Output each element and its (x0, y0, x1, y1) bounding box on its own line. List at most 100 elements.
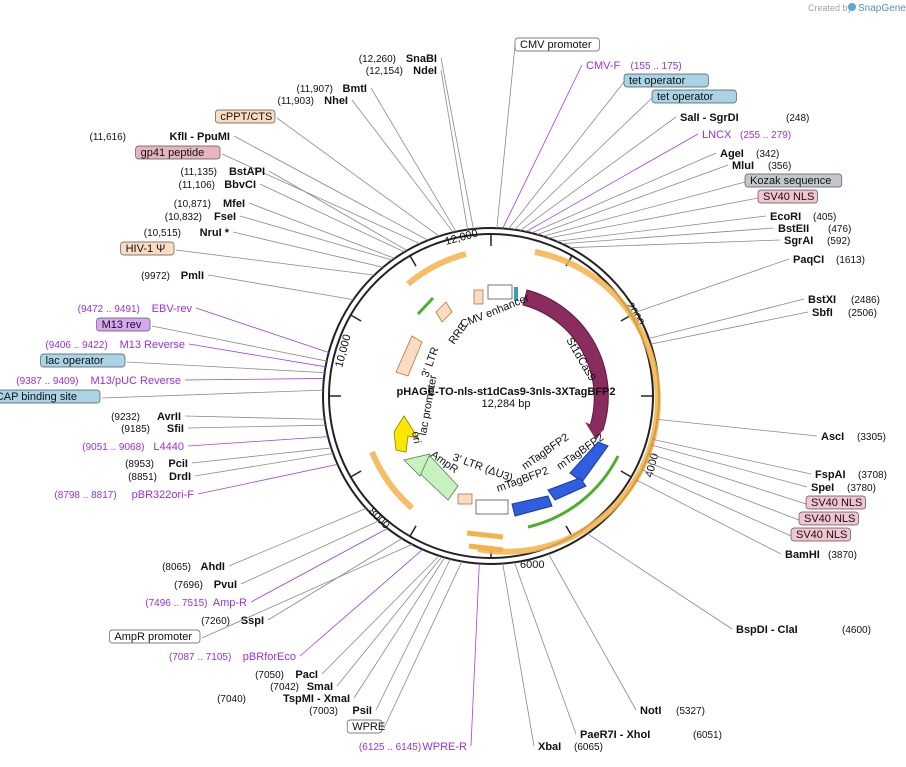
primer-position: (9387 .. 9409) (16, 376, 78, 387)
leader-line (187, 424, 326, 429)
leader-line (653, 439, 812, 475)
enzyme-name: MfeI (223, 198, 245, 210)
feature-box-label: lac operator (46, 355, 104, 367)
ltr3-du3-box (457, 493, 473, 505)
left-label-3: NheI(11,903) (277, 95, 454, 233)
leader-line (233, 135, 429, 241)
enzyme-position: (5327) (676, 706, 705, 717)
right-label-12: SgrAI (592) (569, 235, 850, 249)
cppt-box (473, 289, 484, 305)
leader-line (187, 436, 329, 447)
enzyme-name: BamHI (785, 549, 820, 561)
enzyme-position: (3780) (847, 483, 876, 494)
leader-line (645, 461, 800, 521)
left-label-28: Amp-R(7496 .. 7515) (145, 528, 388, 609)
enzyme-position: (405) (813, 212, 836, 223)
enzyme-position: (7050) (255, 670, 284, 681)
primer-position: (8798 .. 8817) (54, 490, 116, 501)
st1dcas9-feature (522, 289, 609, 431)
enzyme-position: (356) (768, 161, 791, 172)
primer-position: (9406 .. 9422) (45, 340, 107, 351)
left-label-5: KflI - PpuMI(11,616) (89, 131, 429, 241)
feature-box (215, 109, 276, 124)
right-label-10: EcoRI (405) (556, 211, 836, 242)
enzyme-position: (8851) (128, 472, 157, 483)
enzyme-name: SalI - SgrDI (680, 112, 739, 124)
orf-small-1 (466, 530, 504, 540)
leader-line (548, 197, 759, 239)
enzyme-name: NruI * (200, 227, 230, 239)
orf-arc-bottom-left (369, 450, 414, 511)
tick-label-12000: 12,000 (444, 228, 480, 248)
enzyme-name: SpeI (811, 482, 834, 494)
leader-line (201, 543, 413, 639)
left-label-4: cPPT/CTS (215, 109, 440, 237)
primer-name: EBV-rev (152, 303, 193, 315)
leader-line (569, 239, 781, 249)
enzyme-position: (7003) (309, 706, 338, 717)
leader-line (548, 553, 637, 711)
enzyme-position: (7260) (201, 616, 230, 627)
leader-line (239, 215, 393, 261)
feature-box-label: SV40 NLS (811, 497, 862, 509)
feature-box (798, 511, 859, 526)
left-label-0: SnaBI(12,260) (359, 53, 474, 229)
enzyme-position: (8065) (162, 562, 191, 573)
enzyme-name: SgrAI (784, 235, 813, 247)
left-label-12: HIV-1 Ψ (120, 241, 375, 276)
enzyme-name: AhdI (201, 561, 225, 573)
primer-position: (155 .. 175) (631, 61, 682, 72)
enzyme-position: (1613) (836, 255, 865, 266)
enzyme-position: (9972) (141, 271, 170, 282)
tick-label-6000: 6000 (520, 559, 544, 571)
leader-line (228, 508, 367, 567)
primer-position: (9472 .. 9491) (78, 304, 140, 315)
leader-line (648, 298, 805, 339)
feature-box (135, 145, 221, 160)
feature-box-label: Kozak sequence (750, 175, 831, 187)
leader-line (240, 520, 379, 585)
left-label-32: PacI(7050) (255, 555, 440, 681)
mtagbfp2-arrow-2 (547, 477, 587, 501)
enzyme-name: PvuI (214, 579, 237, 591)
left-label-2: BmtI(11,907) (296, 83, 457, 232)
primer-name: M13 Reverse (120, 339, 185, 351)
cmv-enhancer-box (487, 284, 513, 300)
right-label-9: SV40 NLS (548, 189, 818, 239)
enzyme-name: PsiI (352, 705, 372, 717)
enzyme-name: EcoRI (770, 211, 801, 223)
left-label-22: L4440(9051 .. 9068) (82, 436, 329, 453)
primer-position: (7087 .. 7105) (169, 652, 231, 663)
leader-line (191, 447, 332, 464)
leader-line (101, 389, 324, 399)
enzyme-position: (8953) (125, 459, 154, 470)
enzyme-name: NotI (640, 705, 661, 717)
enzyme-name: BstEII (778, 223, 809, 235)
feature-box-label: CAP binding site (0, 391, 77, 403)
leader-line (514, 97, 653, 230)
leader-line (259, 183, 405, 253)
feature-box-label: WPRE (352, 721, 385, 733)
right-label-8: Kozak sequence (542, 173, 843, 237)
enzyme-name: BmtI (343, 83, 367, 95)
tick-mark (350, 314, 362, 322)
plasmid-size: 12,284 bp (482, 398, 531, 410)
feature-box-label: M13 rev (102, 319, 142, 331)
enzyme-position: (11,106) (178, 180, 215, 191)
enzyme-position: (7040) (217, 694, 246, 705)
feature-label-lac-promoter: lac promoter (417, 374, 439, 437)
left-label-26: AhdI (8065) (162, 508, 367, 573)
feature-box (40, 353, 126, 368)
feature-box (805, 495, 866, 510)
leader-line (508, 81, 625, 230)
feature-box-label: SV40 NLS (763, 191, 814, 203)
feature-box (120, 241, 175, 256)
enzyme-position: (592) (827, 236, 850, 247)
right-label-20: SV40 NLS (645, 461, 859, 526)
primer-position: (255 .. 279) (740, 130, 791, 141)
right-label-11: BstEII(476) (561, 223, 851, 245)
feature-box-label: gp41 peptide (141, 147, 205, 159)
leader-line (651, 444, 808, 488)
enzyme-position: (11,616) (89, 132, 126, 143)
leader-line (650, 311, 809, 345)
